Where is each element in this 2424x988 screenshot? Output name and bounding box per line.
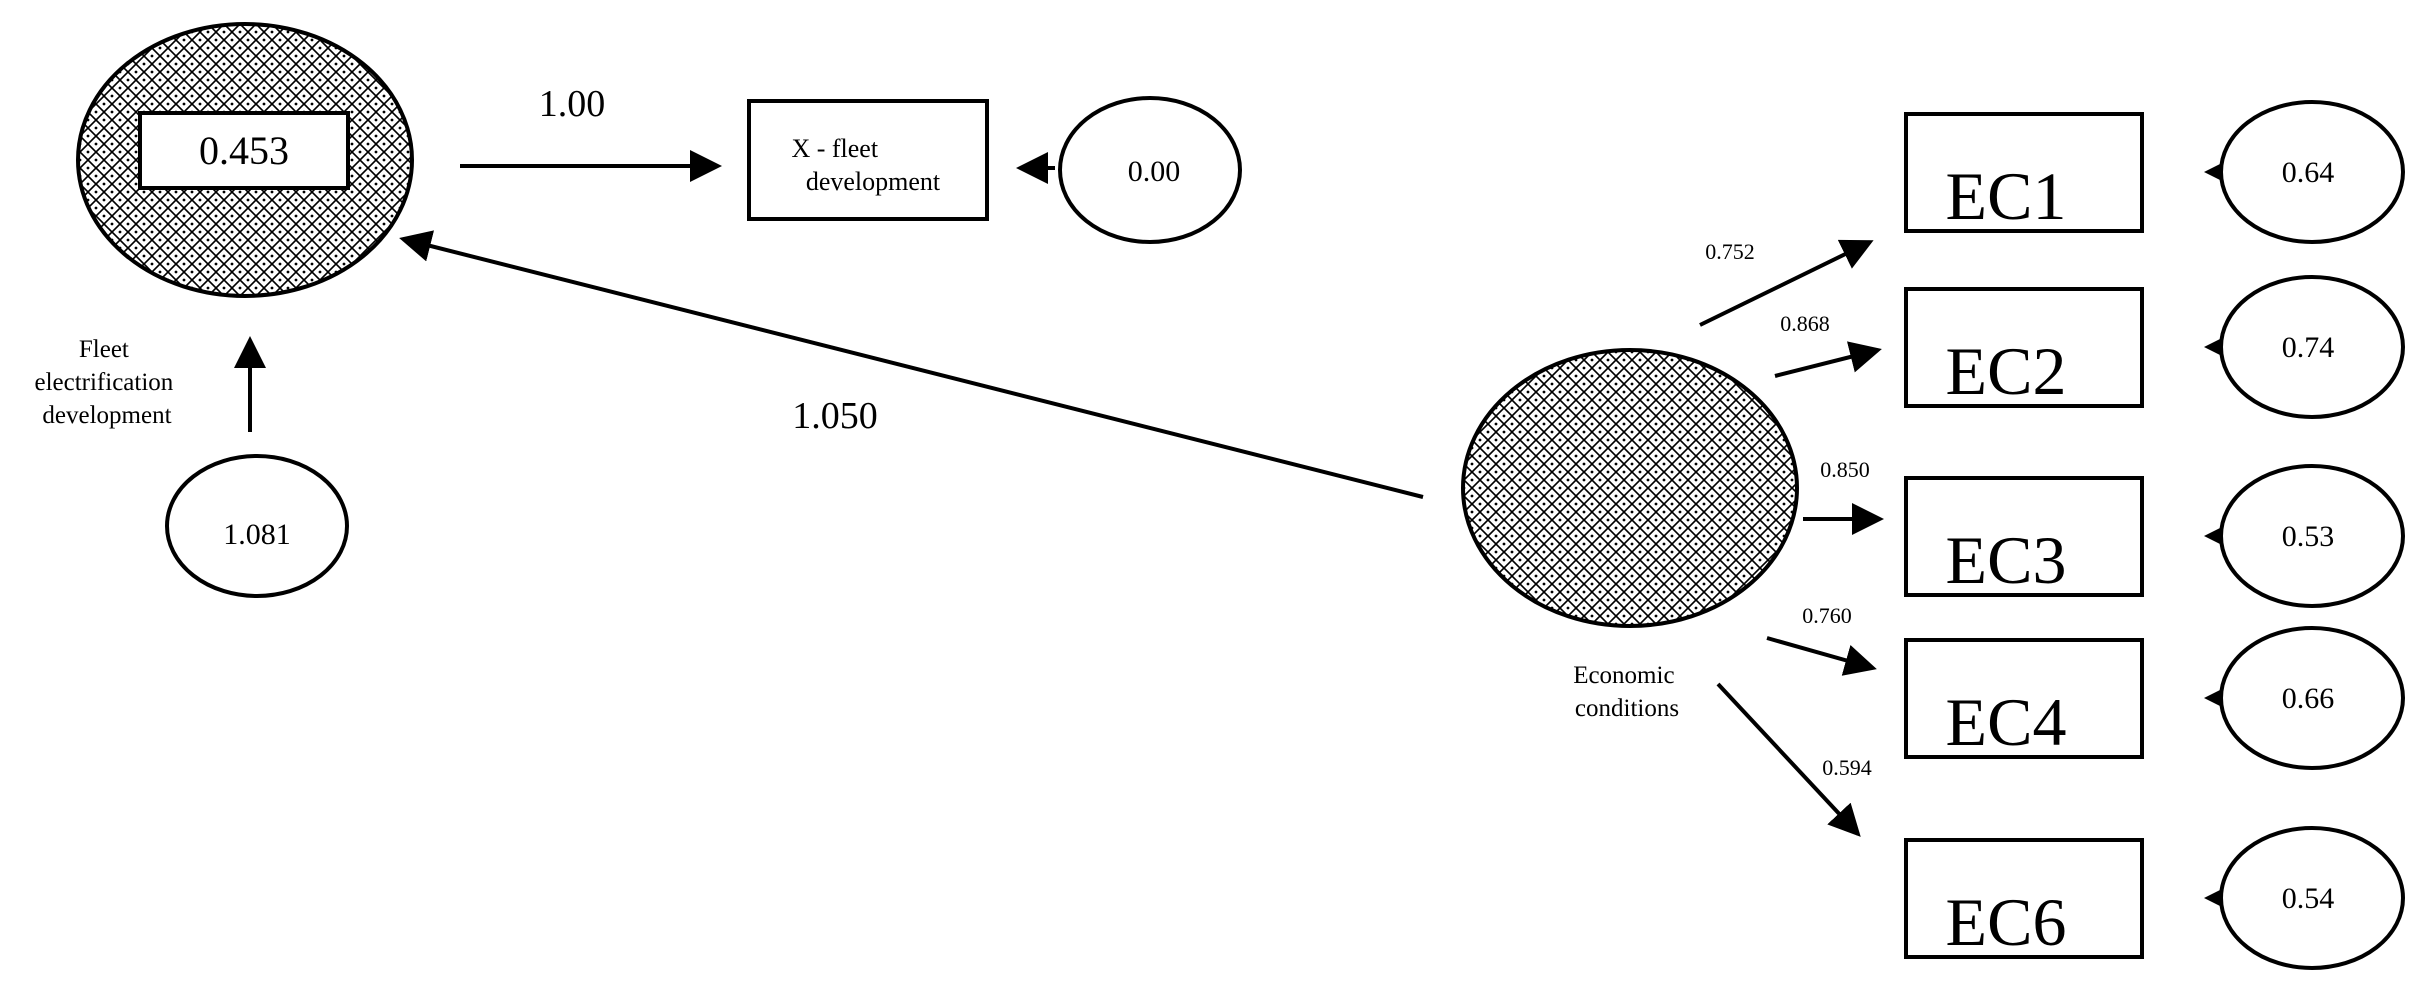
econ-indicator-box-ec1: [1904, 112, 2144, 233]
fleet-indicator-label-line-1: X - fleet: [791, 134, 878, 163]
fleet-latent-label-line-1: Fleet: [79, 336, 129, 363]
fleet-disturbance-ellipse: [165, 454, 349, 598]
econ-loading-label-ec6: 0.594: [1822, 755, 1872, 780]
fleet-indicator-error-value: 0.00: [1128, 155, 1181, 188]
econ-indicator-box-ec3: [1904, 476, 2144, 597]
econ-indicator-label-ec6: EC6: [1946, 884, 2067, 960]
econ-error-value-ec4: 0.66: [2282, 682, 2335, 715]
econ-loading-label-ec2: 0.868: [1780, 311, 1830, 336]
fleet-indicator-box: [747, 99, 989, 221]
econ-latent-label-line-1: Economic: [1573, 662, 1674, 689]
econ-latent-label: Economic conditions: [1573, 662, 1681, 722]
fleet-latent-node: 0.453: [76, 22, 414, 298]
econ-indicator-label-ec3: EC3: [1946, 522, 2067, 598]
econ-to-fleet-arrow: [399, 230, 1424, 499]
econ-error-value-ec1: 0.64: [2282, 156, 2335, 189]
econ-loading-arrow-ec2: [1774, 341, 1882, 378]
fleet-indicator-label-line-2: development: [806, 167, 941, 196]
econ-indicator-ec1: 0.752 EC1 0.64: [1699, 100, 2405, 327]
fleet-latent-label-line-3: development: [42, 402, 171, 429]
fleet-variance-value: 0.453: [199, 128, 289, 173]
fleet-indicator-error-ellipse: [1058, 96, 1242, 244]
fleet-latent-label: Fleet electrification development: [34, 336, 179, 429]
econ-loading-arrow-ec4: [1766, 636, 1877, 676]
econ-loading-arrow-ec6: [1716, 682, 1861, 837]
fleet-disturbance-node: 1.081: [165, 454, 349, 598]
econ-to-fleet-label: 1.050: [792, 395, 878, 437]
fleet-disturbance-value: 1.081: [223, 518, 291, 551]
fleet-indicator-node: X - fleet development: [747, 99, 989, 221]
econ-indicator-label-ec4: EC4: [1946, 684, 2067, 760]
econ-loading-label-ec4: 0.760: [1802, 603, 1852, 628]
econ-error-value-ec3: 0.53: [2282, 520, 2335, 553]
econ-error-ellipse-ec2: [2219, 275, 2405, 419]
fleet-indicator-label: X - fleet development: [791, 134, 940, 196]
econ-indicator-box-ec2: [1904, 287, 2144, 408]
econ-indicator-box-ec6: [1904, 838, 2144, 959]
fleet-latent-label-line-2: electrification: [34, 369, 173, 396]
fleet-loading-label: 1.00: [539, 83, 606, 125]
fleet-variance-box: [138, 111, 350, 190]
econ-indicator-label-ec1: EC1: [1946, 158, 2067, 234]
econ-error-ellipse-ec3: [2219, 464, 2405, 608]
econ-error-ellipse-ec4: [2219, 626, 2405, 770]
econ-error-value-ec6: 0.54: [2282, 882, 2335, 915]
econ-loading-label-ec3: 0.850: [1820, 457, 1870, 482]
econ-indicator-box-ec4: [1904, 638, 2144, 759]
econ-loading-label-ec1: 0.752: [1705, 239, 1755, 264]
econ-loading-arrow-ec1: [1699, 239, 1874, 327]
econ-latent-ellipse: [1461, 348, 1799, 628]
econ-error-ellipse-ec6: [2219, 826, 2405, 970]
econ-latent-label-line-2: conditions: [1575, 695, 1679, 722]
econ-error-ellipse-ec1: [2219, 100, 2405, 244]
econ-indicator-label-ec2: EC2: [1946, 333, 2067, 409]
fleet-indicator-error-node: 0.00: [1058, 96, 1242, 244]
econ-error-value-ec2: 0.74: [2282, 331, 2335, 364]
